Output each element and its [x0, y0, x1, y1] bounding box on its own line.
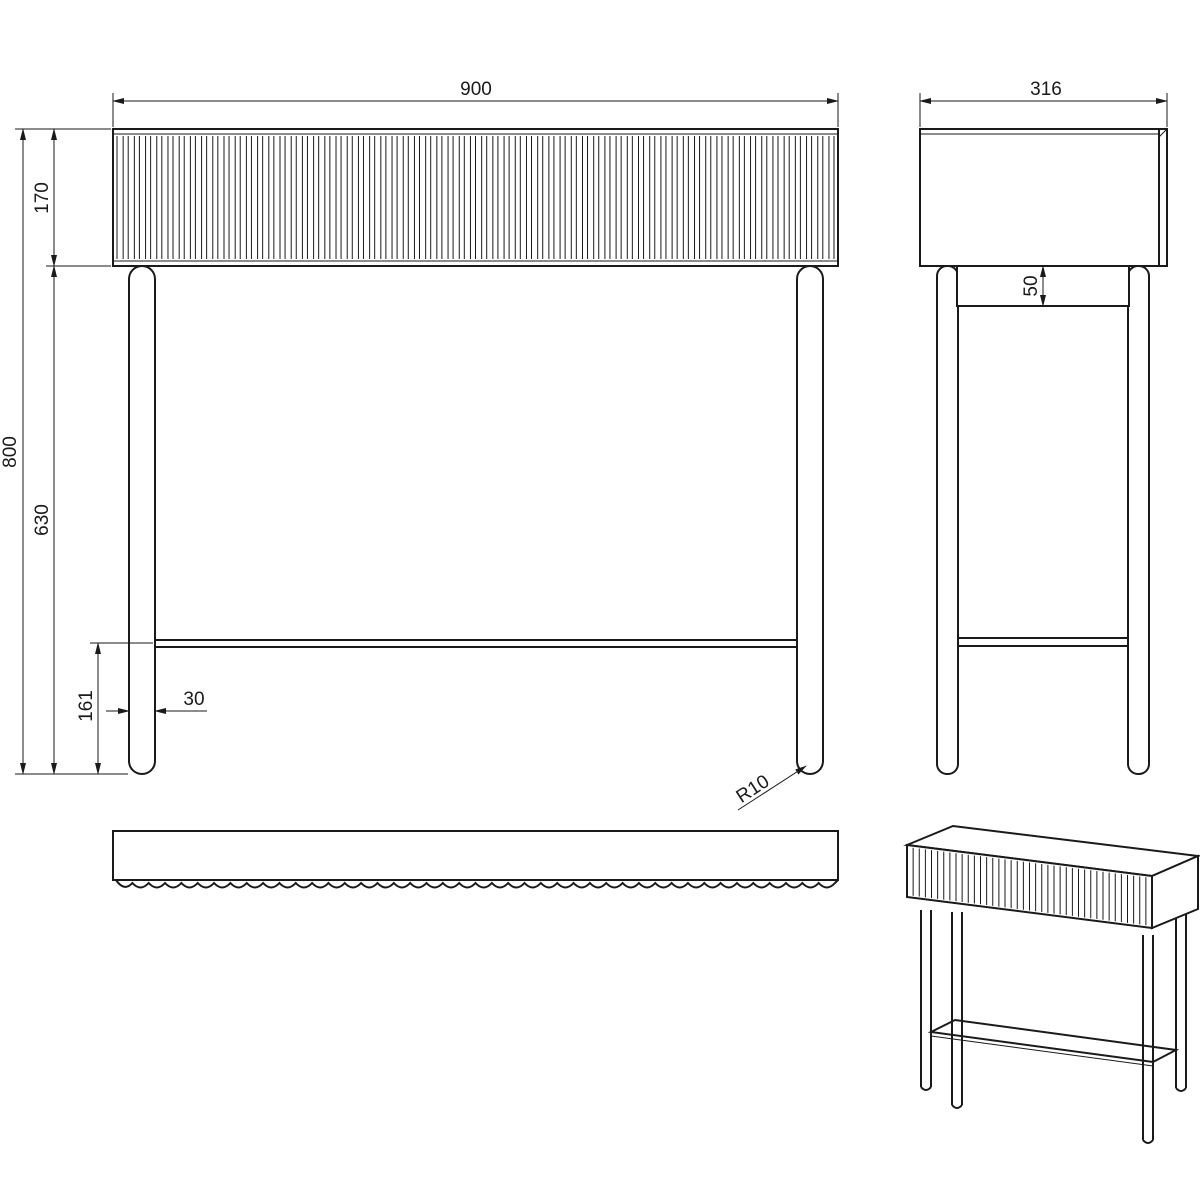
dim-side-offset-label: 50 [1021, 275, 1042, 296]
side-carcass [919, 128, 1160, 267]
dim-leg-radius-label: R10 [733, 771, 774, 808]
top-view [112, 830, 839, 889]
dim-stretcher-height-label: 161 [76, 690, 97, 722]
iso-drawer-flutes [912, 847, 1147, 926]
dim-total-height-label: 800 [0, 436, 21, 468]
dim-width-label: 900 [460, 79, 492, 100]
dim-width: 900 [112, 79, 839, 127]
dim-leg-height-label: 630 [32, 504, 53, 536]
top-plan-fluted-edge [113, 879, 839, 889]
dim-depth: 316 [919, 79, 1168, 127]
front-right-leg [796, 265, 824, 775]
side-view [919, 128, 1168, 775]
dim-drawer-height: 170 [32, 128, 111, 267]
dim-leg-height: 630 [32, 265, 57, 775]
front-view [112, 128, 839, 775]
dim-depth-label: 316 [1030, 79, 1062, 100]
dim-leg-radius: R10 [733, 765, 807, 811]
front-left-leg [128, 265, 156, 775]
side-front-leg [1127, 265, 1150, 775]
dim-stretcher-height: 161 [76, 642, 153, 775]
side-stretcher [957, 637, 1129, 647]
side-drawer-front [1158, 128, 1168, 267]
isometric-view [903, 824, 1200, 1144]
top-plan-outline [112, 830, 839, 881]
dim-total-height: 800 [0, 128, 128, 775]
dim-leg-diameter-label: 30 [183, 689, 204, 710]
front-stretcher [154, 639, 798, 648]
dim-leg-diameter: 30 [106, 689, 207, 714]
front-drawer-flutes [116, 136, 835, 259]
dim-drawer-height-label: 170 [32, 182, 53, 214]
dim-side-offset: 50 [1021, 265, 1046, 307]
side-back-leg [936, 265, 959, 775]
